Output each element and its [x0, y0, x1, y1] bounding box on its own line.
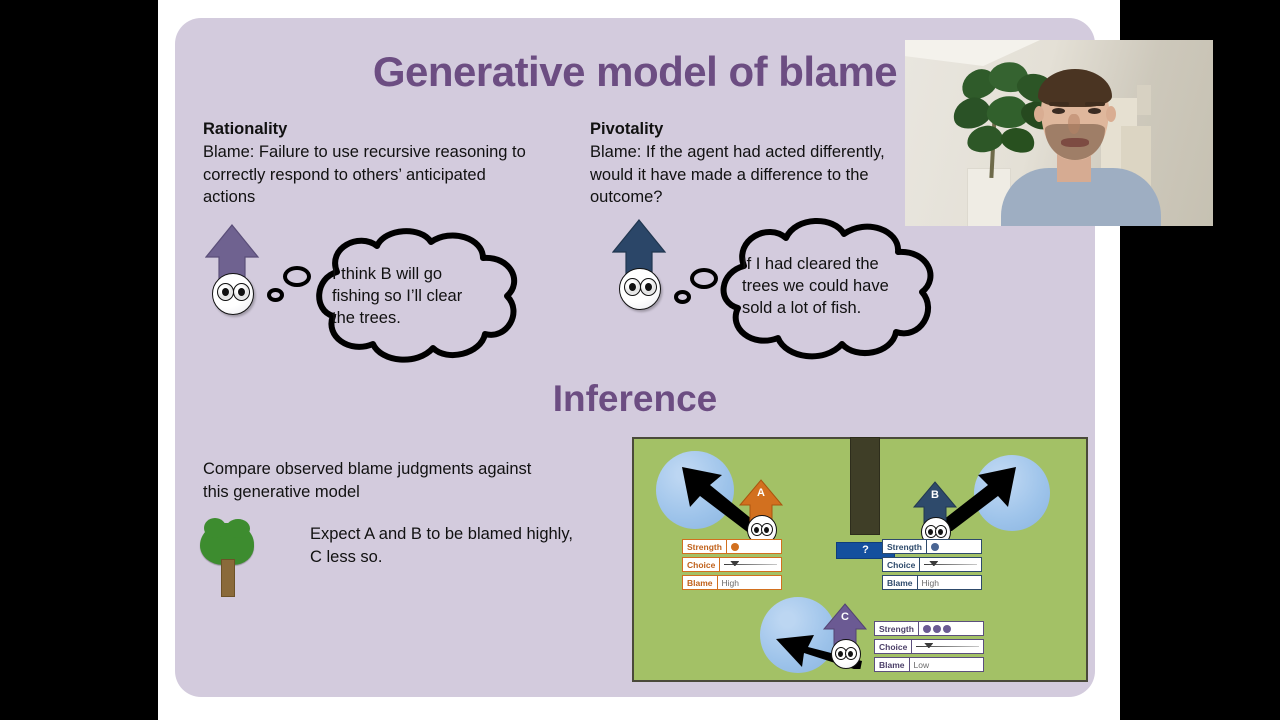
- column-rationality: Rationality Blame: Failure to use recurs…: [203, 118, 533, 208]
- agent-c-choice-row: Choice: [874, 639, 984, 654]
- choice-label: Choice: [682, 557, 721, 572]
- eye-right: [640, 278, 657, 296]
- agent-b: B: [912, 481, 958, 547]
- agent-b-choice-value: [920, 557, 982, 572]
- arrow-a: [682, 467, 764, 535]
- agent-c-strength-value: [918, 621, 984, 636]
- choice-slider[interactable]: [724, 561, 777, 568]
- agent-b-blame-value: High: [917, 575, 982, 590]
- agent-c-blame-value: Low: [909, 657, 984, 672]
- agent-figure-purple: [205, 223, 261, 333]
- agent-b-blame-row: Blame High: [882, 575, 982, 590]
- door-panel-3: [1137, 85, 1151, 115]
- agent-c-label: C: [841, 611, 849, 623]
- arrow-b: [934, 467, 1016, 531]
- avatar-head: [619, 268, 661, 310]
- thought-dot-small: [674, 290, 691, 304]
- page-title: Generative model of blame: [372, 48, 898, 95]
- blame-label: Blame: [682, 575, 718, 590]
- tree-icon: [200, 518, 254, 597]
- agent-b-choice-row: Choice: [882, 557, 982, 572]
- compare-text: Compare observed blame judgments against…: [203, 460, 532, 501]
- rationality-body: Blame: Failure to use recursive reasonin…: [203, 143, 526, 206]
- choice-slider[interactable]: [924, 561, 977, 568]
- expect-text: Expect A and B to be blamed highly, C le…: [310, 525, 573, 566]
- strength-label: Strength: [882, 539, 927, 554]
- agent-a-choice-value: [720, 557, 782, 572]
- webcam-overlay[interactable]: [905, 40, 1213, 226]
- strength-label: Strength: [682, 539, 727, 554]
- agent-c-choice-value: [912, 639, 984, 654]
- rationality-heading: Rationality: [203, 120, 288, 138]
- agent-c-blame-row: Blame Low: [874, 657, 984, 672]
- agent-a-strength-row: Strength: [682, 539, 782, 554]
- agent-c-head: [831, 639, 861, 669]
- person-eye-left: [1052, 108, 1065, 114]
- pivotality-heading: Pivotality: [590, 120, 664, 138]
- person-hair: [1038, 69, 1112, 107]
- choice-slider[interactable]: [916, 643, 979, 650]
- person-eyebrow-right: [1085, 102, 1105, 106]
- pivotality-body: Blame: If the agent had acted differentl…: [590, 143, 885, 206]
- person-ear-right: [1106, 106, 1116, 122]
- agent-a-blame-value: High: [717, 575, 782, 590]
- agent-b-label: B: [931, 489, 939, 501]
- agent-a: A: [738, 479, 784, 545]
- thought-dot-large: [283, 266, 311, 287]
- game-board: ? A Strength Choice: [632, 437, 1088, 682]
- thought-bubble-rationality: I think B will go fishing so I’ll clear …: [267, 226, 545, 366]
- thought-dot-large: [690, 268, 718, 289]
- cloud-shape: [720, 218, 934, 360]
- thought-dot-small: [267, 288, 284, 302]
- agent-c-panel: Strength Choice Blame Low: [874, 621, 984, 675]
- agent-b-strength-value: [926, 539, 982, 554]
- person-eyebrow-left: [1049, 102, 1069, 106]
- eye-left: [624, 278, 641, 296]
- person-mouth: [1061, 138, 1089, 147]
- thought-text-pivotality: If I had cleared the trees we could have…: [742, 255, 889, 317]
- choice-label: Choice: [882, 557, 921, 572]
- inference-heading: Inference: [552, 378, 718, 419]
- agent-a-blame-row: Blame High: [682, 575, 782, 590]
- agent-a-label: A: [757, 487, 765, 499]
- thought-text-rationality: I think B will go fishing so I’ll clear …: [332, 265, 463, 327]
- avatar-head: [212, 273, 254, 315]
- agent-figure-blue: [612, 218, 668, 328]
- letterbox-left: [0, 0, 158, 720]
- column-pivotality: Pivotality Blame: If the agent had acted…: [590, 118, 920, 208]
- blame-label: Blame: [882, 575, 918, 590]
- agent-b-panel: Strength Choice Blame High: [882, 539, 982, 593]
- agent-c-strength-row: Strength: [874, 621, 984, 636]
- agent-a-panel: Strength Choice Blame High: [682, 539, 782, 593]
- thought-bubble-pivotality: If I had cleared the trees we could have…: [674, 214, 960, 364]
- agent-a-strength-value: [726, 539, 782, 554]
- cloud-shape: [316, 228, 518, 363]
- person-ear-left: [1034, 106, 1044, 122]
- eye-left: [217, 283, 234, 301]
- tree-barrier: [850, 437, 880, 535]
- agent-a-choice-row: Choice: [682, 557, 782, 572]
- person-eye-right: [1088, 108, 1101, 114]
- person-nose: [1068, 114, 1080, 134]
- agent-c: C: [822, 603, 868, 669]
- eye-right: [233, 283, 250, 301]
- agent-b-strength-row: Strength: [882, 539, 982, 554]
- blame-label: Blame: [874, 657, 910, 672]
- strength-label: Strength: [874, 621, 919, 636]
- choice-label: Choice: [874, 639, 913, 654]
